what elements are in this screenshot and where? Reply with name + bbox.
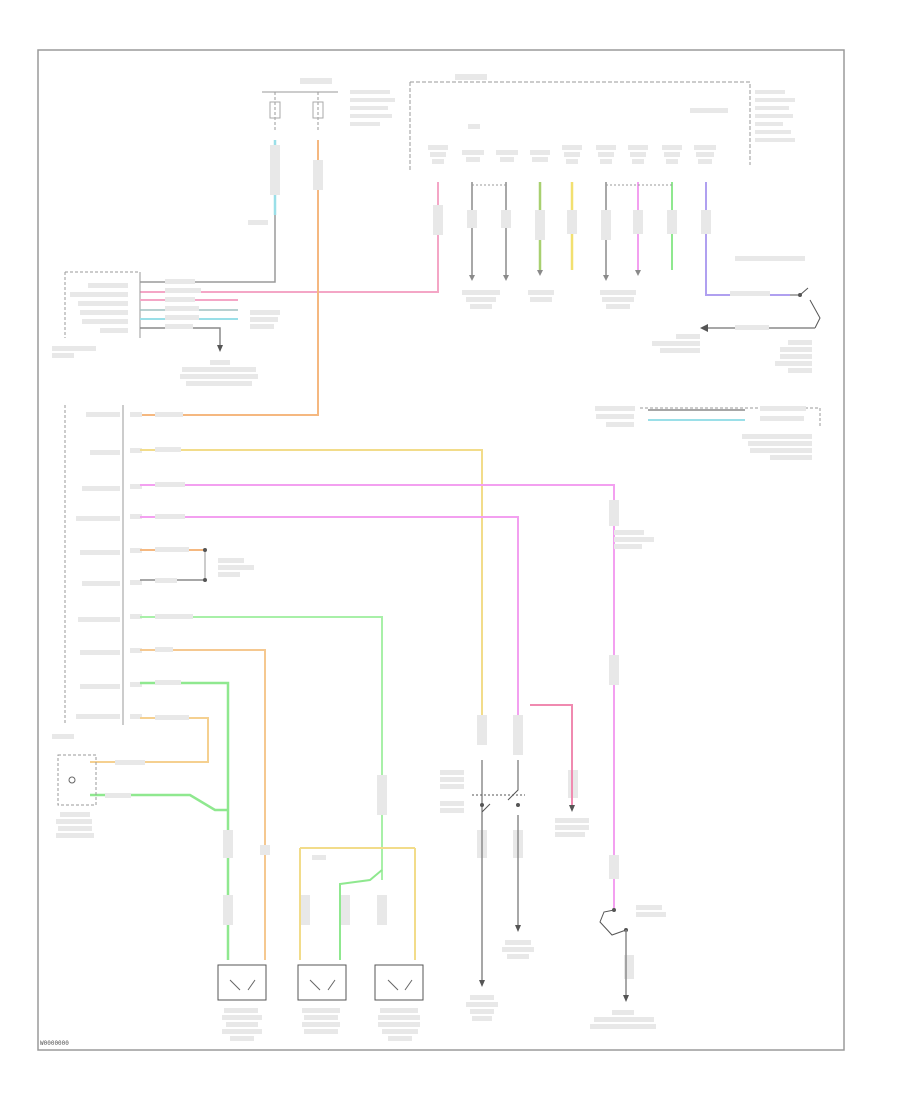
lower-wire-labels <box>223 500 654 979</box>
fuse-connector-labels <box>462 290 636 309</box>
fuse-columns <box>428 145 716 164</box>
left-box-wire-labels <box>165 145 323 386</box>
right-mid-connector <box>595 406 821 460</box>
ground-icon <box>217 345 223 352</box>
page-code: W0000000 <box>40 1040 69 1047</box>
diagram-border <box>37 49 845 1051</box>
top-right-junction-block <box>409 74 795 170</box>
main-module <box>52 405 142 739</box>
fuse-wire-labels <box>433 205 711 240</box>
center-switch <box>440 704 589 1021</box>
left-box-wires <box>140 140 319 416</box>
ground-arrows-fuses <box>469 270 641 281</box>
fuse-wires <box>140 182 790 296</box>
top-fuse-group <box>262 78 395 130</box>
module-wire-labels <box>155 412 254 720</box>
right-top-switch <box>652 256 821 373</box>
integrated-power-module <box>52 271 141 358</box>
left-actuator <box>56 754 145 838</box>
door-actuators <box>217 847 424 1041</box>
right-bottom-switch <box>590 905 666 1029</box>
